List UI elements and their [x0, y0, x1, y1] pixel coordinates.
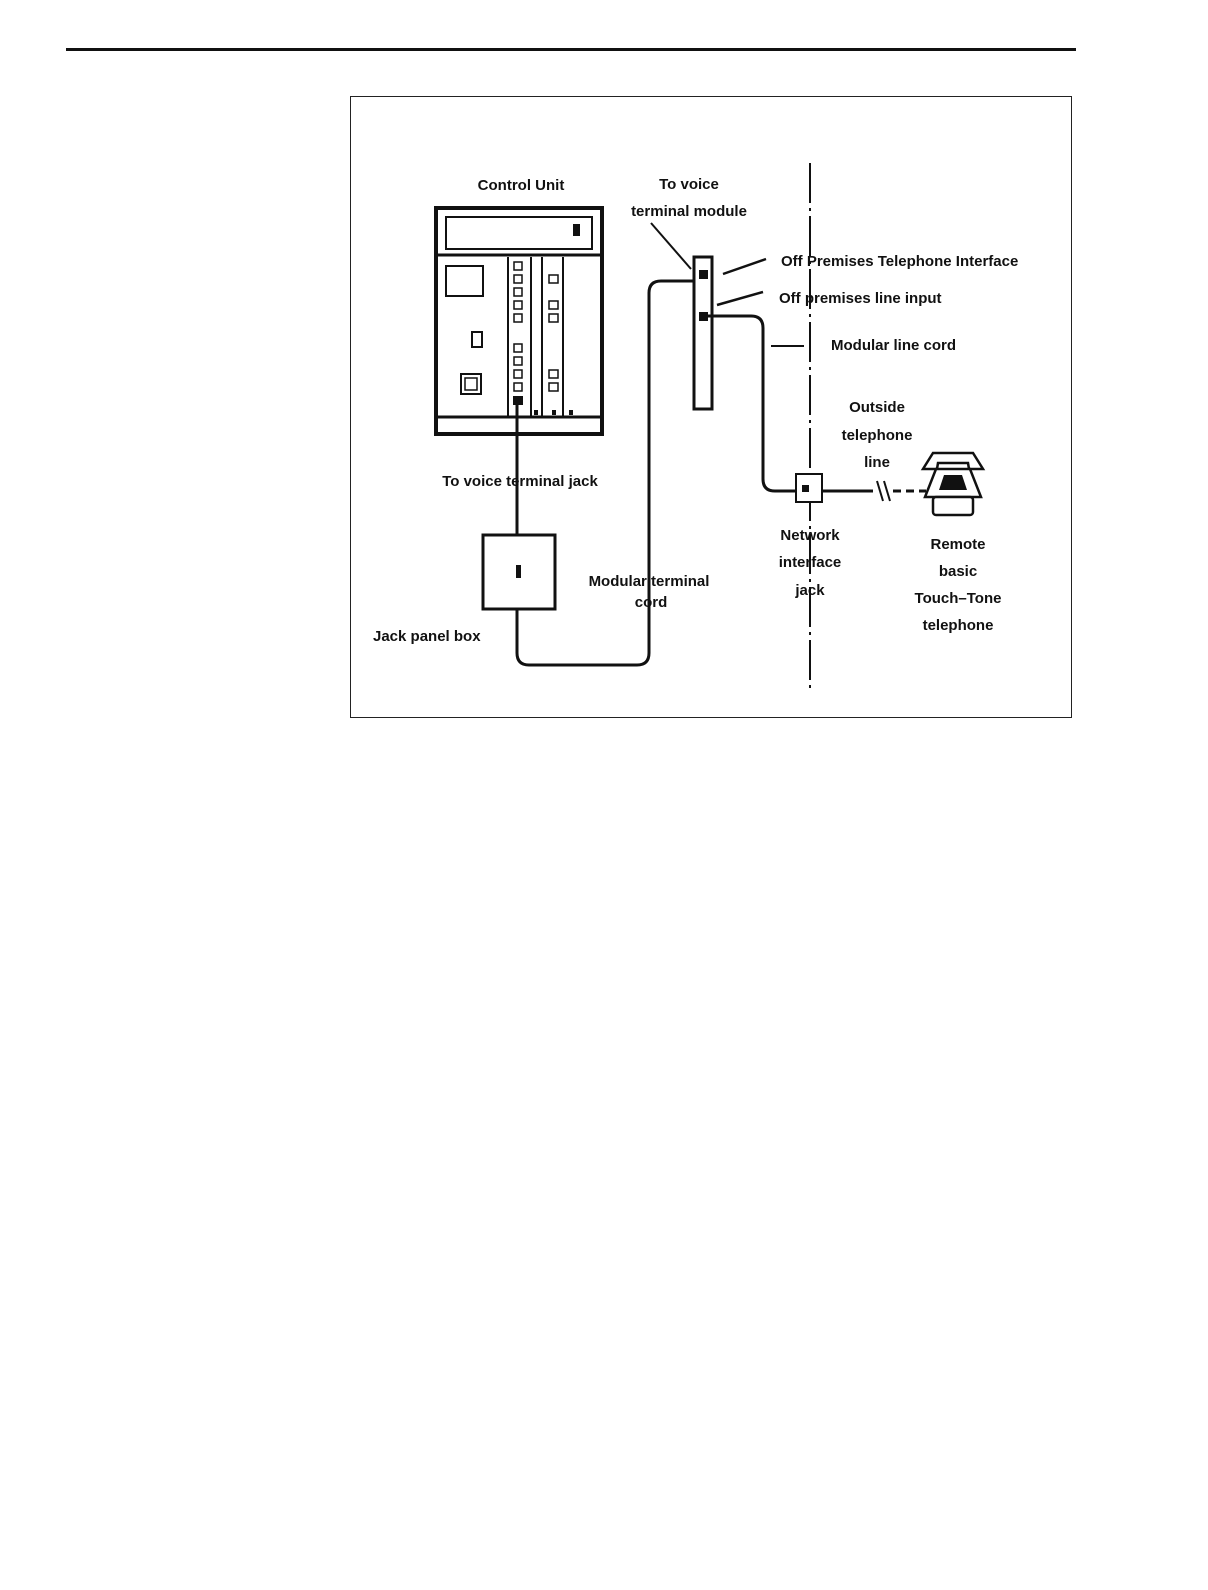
line-break-mark-2: [884, 481, 890, 501]
modular-line-cord: [708, 316, 797, 491]
network-interface-jack: [796, 474, 822, 502]
module-leader-line: [651, 223, 691, 269]
line-input-label: Off premises line input: [779, 290, 942, 307]
remote-phone-label-1: Remote: [930, 536, 985, 553]
opti-module: [694, 257, 712, 409]
terminal-cord-label-1: Modular terminal: [589, 573, 710, 590]
module-label-line-2: terminal module: [631, 203, 747, 220]
display-indicator-icon: [573, 224, 580, 236]
telephone-icon: [923, 453, 983, 515]
line-break-mark-1: [877, 481, 883, 501]
jack-panel-box-label: Jack panel box: [373, 628, 481, 645]
outside-line-label-1: Outside: [849, 399, 905, 416]
control-unit: [436, 208, 602, 434]
voice-jack-label: To voice terminal jack: [442, 473, 598, 490]
jack-panel-box: [483, 535, 555, 609]
terminal-cord-label-2: cord: [635, 594, 668, 611]
page-top-rule: [66, 48, 1076, 51]
network-jack-label-3: jack: [794, 582, 825, 599]
remote-phone-label-3: Touch–Tone: [915, 590, 1002, 607]
network-jack-label-1: Network: [780, 527, 840, 544]
control-unit-label: Control Unit: [478, 177, 565, 194]
opti-leader-line: [723, 259, 766, 274]
remote-phone-label-4: telephone: [923, 617, 994, 634]
outside-line-label-2: telephone: [842, 427, 913, 444]
module-label-line-1: To voice: [659, 176, 719, 193]
line-cord-label: Modular line cord: [831, 337, 956, 354]
line-input-leader-line: [717, 292, 763, 305]
wiring-diagram: Control Unit To voice terminal module Of…: [351, 97, 1071, 717]
network-jack-label-2: interface: [779, 554, 842, 571]
outside-line-label-3: line: [864, 454, 890, 471]
remote-phone-label-2: basic: [939, 563, 977, 580]
figure-frame: Control Unit To voice terminal module Of…: [350, 96, 1072, 718]
opti-label: Off Premises Telephone Interface: [781, 253, 1018, 270]
